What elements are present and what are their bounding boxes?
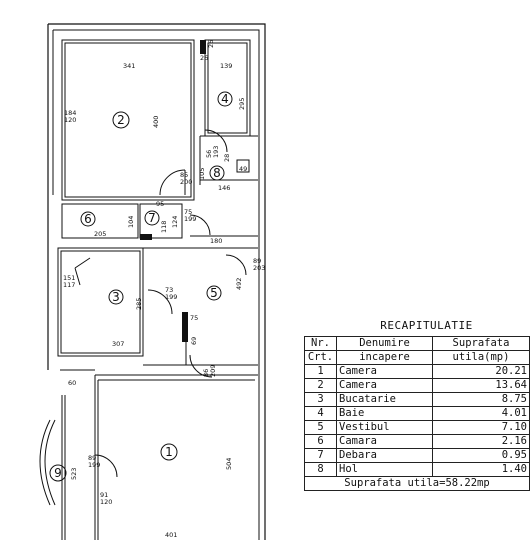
dimension-label: 203	[253, 264, 265, 272]
header-denumire: Denumire	[336, 336, 433, 351]
room-number-1: 1	[165, 445, 173, 459]
table-header-row: Nr. Denumire Suprafata	[304, 336, 530, 351]
room-number-4: 4	[221, 92, 229, 106]
dimension-label: 180	[210, 237, 222, 245]
dimension-label: 56	[205, 150, 213, 158]
dimension-label: 401	[165, 531, 177, 539]
dimension-label: 295	[238, 98, 246, 110]
dimension-label: 105	[198, 168, 206, 180]
dimension-label: 89	[253, 257, 261, 265]
dimension-label: 89	[88, 454, 96, 462]
dimension-label: 49	[239, 165, 247, 173]
table-row: 8 Hol 1.40	[304, 462, 530, 477]
dimension-label: 120	[64, 116, 76, 124]
table-row: 1 Camera 20.21	[304, 364, 530, 379]
dimension-label: 69	[190, 337, 198, 345]
dimension-label: 184	[64, 109, 76, 117]
table-row: 2 Camera 13.64	[304, 378, 530, 393]
dimension-label: 118	[160, 221, 168, 233]
dimension-label: 85	[180, 171, 188, 179]
header-suprafata: Suprafata	[432, 336, 530, 351]
room-number-9: 9	[54, 466, 62, 480]
dimension-label: 504	[225, 458, 233, 470]
dimension-label: 199	[88, 461, 100, 469]
dimension-label: 209	[209, 365, 217, 377]
table-total-row: Suprafata utila=58.22mp	[304, 476, 530, 491]
area-table: Nr. Denumire Suprafata Crt. incapere uti…	[304, 336, 530, 491]
dimension-label: 199	[184, 215, 196, 223]
dimension-label: 193	[212, 146, 220, 158]
dimension-label: 60	[68, 379, 76, 387]
total-area: Suprafata utila=58.22mp	[304, 476, 530, 491]
dimension-label: 86	[202, 369, 210, 377]
room-number-8: 8	[213, 166, 221, 180]
room-number-6: 6	[84, 212, 92, 226]
room-number-7: 7	[148, 211, 156, 225]
room-number-2: 2	[117, 113, 125, 127]
dimension-label: 200	[180, 178, 192, 186]
table-row: 5 Vestibul 7.10	[304, 420, 530, 435]
dimension-label: 73	[165, 286, 173, 294]
dimension-label: 199	[165, 293, 177, 301]
dimension-label: 120	[100, 498, 112, 506]
floor-plan: 2 4 8 6 7 3 5 1 9 341 139 26 26 295 400 …	[39, 23, 266, 540]
dimension-label: 104	[127, 216, 135, 228]
table-row: 3 Bucatarie 8.75	[304, 392, 530, 407]
dimension-label: 75	[190, 314, 198, 322]
dimension-label: 151	[63, 274, 75, 282]
dimension-label: 341	[123, 62, 135, 70]
dimension-label: 492	[235, 278, 243, 290]
dimension-label: 205	[94, 230, 106, 238]
dimension-label: 117	[63, 281, 75, 289]
dimension-label: 523	[70, 468, 78, 480]
dimension-label: 28	[223, 154, 231, 162]
header-crt: Crt.	[304, 350, 337, 365]
table-row: 6 Camara 2.16	[304, 434, 530, 449]
header-incapere: incapere	[336, 350, 433, 365]
dimension-label: 307	[112, 340, 124, 348]
table-row: 7 Debara 0.95	[304, 448, 530, 463]
room-number-3: 3	[112, 290, 120, 304]
room-number-5: 5	[210, 286, 218, 300]
dimension-label: 91	[100, 491, 108, 499]
dimension-label: 146	[218, 184, 230, 192]
recapitulation-block: RECAPITULATIE Nr. Denumire Suprafata Crt…	[304, 319, 530, 491]
dimension-label: 95	[156, 200, 164, 208]
table-row: 4 Baie 4.01	[304, 406, 530, 421]
dimension-label: 124	[171, 216, 179, 228]
dimension-label: 75	[184, 208, 192, 216]
recap-title: RECAPITULATIE	[380, 319, 473, 332]
dimension-label: 26	[200, 54, 208, 62]
dimension-label: 26	[207, 40, 215, 48]
dimension-label: 400	[152, 116, 160, 128]
dimension-label: 139	[220, 62, 232, 70]
dimension-label: 285	[135, 298, 143, 310]
header-nr: Nr.	[304, 336, 337, 351]
table-header-row: Crt. incapere utila(mp)	[304, 350, 530, 365]
header-utila: utila(mp)	[432, 350, 530, 365]
